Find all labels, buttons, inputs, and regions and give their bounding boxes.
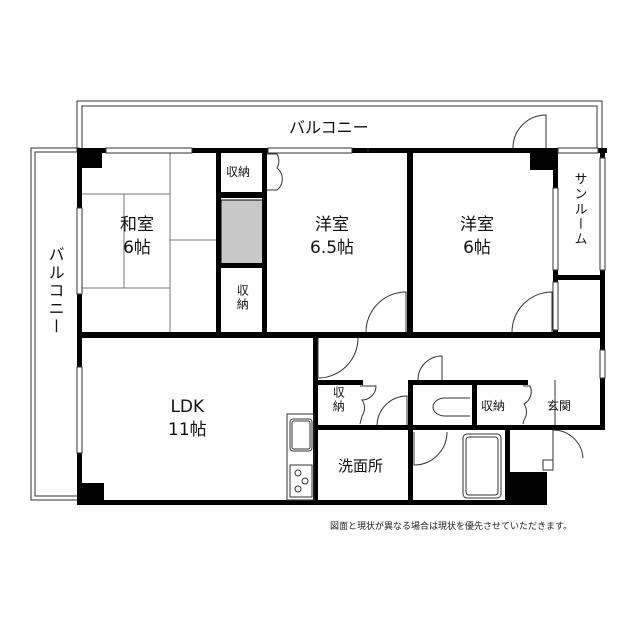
washitsu-size: 6帖 [123,237,151,258]
sink [289,418,313,452]
storage-3-label: 収納 [331,386,346,414]
toilet [432,397,470,417]
yoshitsu-1-size: 6.5帖 [310,237,355,258]
ldk-size: 11帖 [168,419,207,440]
entrance-label: 玄関 [547,399,572,413]
stove [289,464,313,498]
yoshitsu-1-label: 洋室 6.5帖 [310,214,354,260]
washitsu-name: 和室 [120,215,154,235]
storage-4-label: 収納 [481,399,506,413]
ldk-label: LDK 11帖 [168,396,207,442]
yoshitsu-2-label: 洋室 6帖 [460,214,494,260]
windows [76,147,606,454]
doors [267,114,584,471]
sunroom-label: サンルーム [571,172,587,247]
ldk-name: LDK [170,397,205,417]
kitchen-counter [286,413,315,501]
balcony-top-label: バルコニー [289,118,369,137]
fixtures [286,397,502,501]
pillar-gray [220,199,264,265]
yoshitsu-2-size: 6帖 [463,237,491,258]
disclaimer-note: 図面と現状が異なる場合は現状を優先させていただきます。 [330,522,573,532]
walls [77,148,607,505]
storage-2-label: 収納 [235,284,250,312]
bathtub [462,433,502,499]
tatami-lines [82,152,218,334]
washitsu-label: 和室 6帖 [120,214,154,260]
balcony-left-label: バルコニー [45,246,65,336]
storage-1-label: 収納 [226,165,251,179]
yoshitsu-1-name: 洋室 [315,215,350,235]
yoshitsu-2-name: 洋室 [460,215,494,235]
washroom-label: 洗面所 [338,457,384,475]
